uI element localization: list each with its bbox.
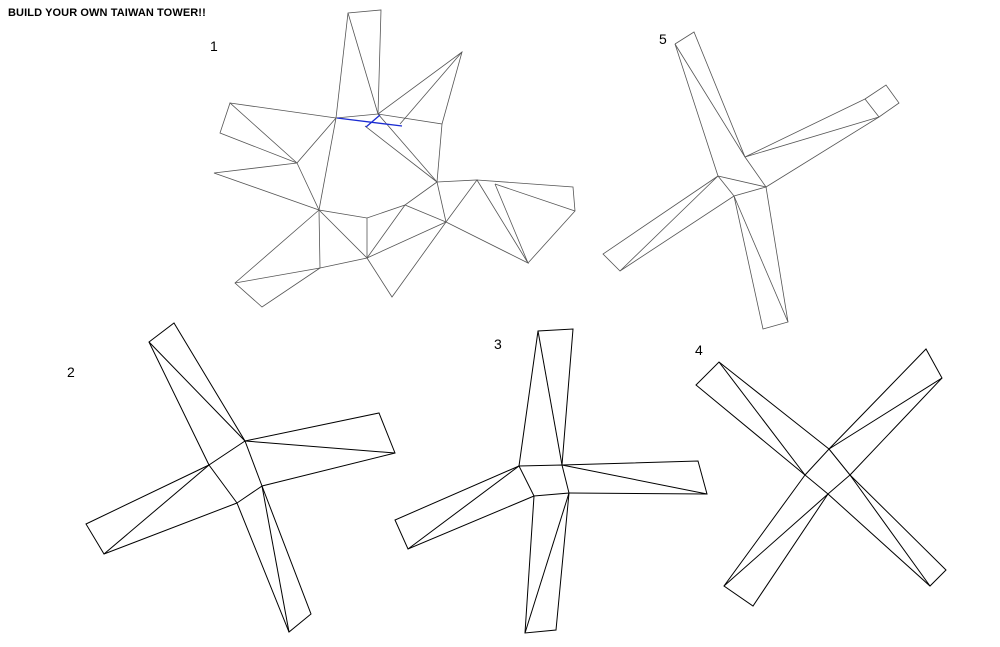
net-label-2: 2 — [67, 364, 75, 380]
net-2 — [85, 322, 396, 633]
net-label-3: 3 — [494, 336, 502, 352]
net-1 — [213, 9, 576, 308]
net-label-5: 5 — [659, 31, 667, 47]
net-4 — [695, 348, 947, 607]
net-1-highlight — [336, 114, 403, 128]
page-title: BUILD YOUR OWN TAIWAN TOWER!! — [8, 7, 206, 19]
net-label-1: 1 — [210, 38, 218, 54]
net-3 — [394, 328, 708, 634]
net-5 — [602, 31, 900, 330]
net-label-4: 4 — [695, 342, 703, 358]
